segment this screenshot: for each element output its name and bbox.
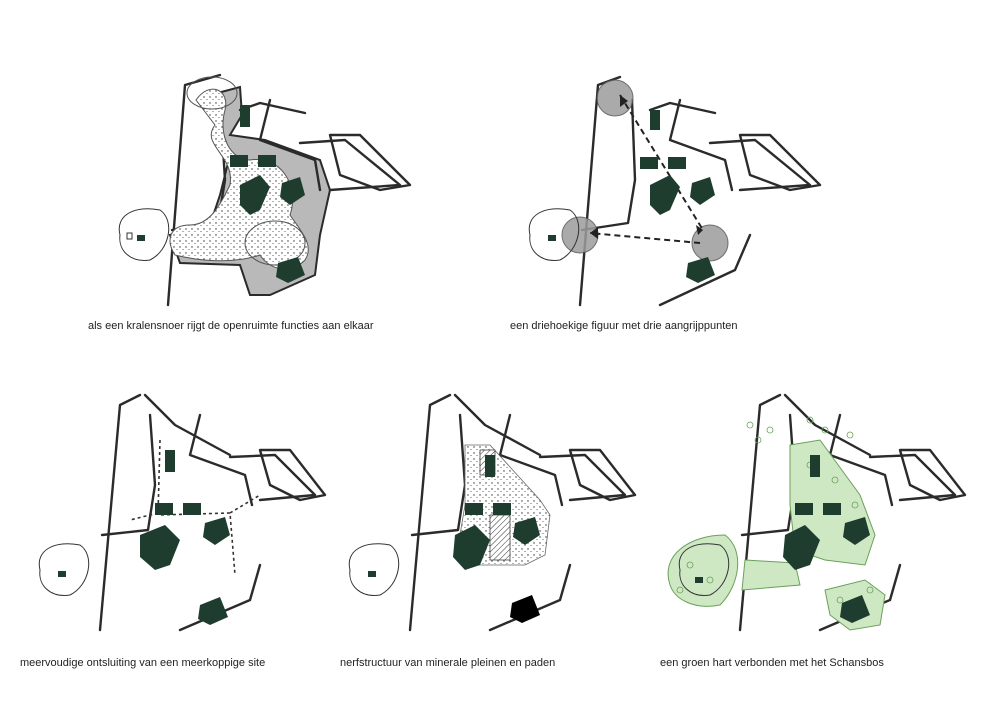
caption-access: meervoudige ontsluiting van een meerkopp…	[20, 657, 266, 669]
site-plan-green	[667, 393, 967, 632]
caption-green: een groen hart verbonden met het Schansb…	[660, 657, 884, 669]
diagram-panel-5: een groen hart verbonden met het Schansb…	[650, 385, 970, 669]
diagram-panel-4: nerfstructuur van minerale pleinen en pa…	[340, 385, 640, 669]
caption-mineral: nerfstructuur van minerale pleinen en pa…	[340, 657, 556, 669]
tree-dots	[676, 416, 874, 614]
diagram-panel-1: als een kralensnoer rijgt de openruimte …	[88, 65, 430, 332]
diagram-panel-3: meervoudige ontsluiting van een meerkopp…	[20, 385, 330, 669]
site-plan-beads	[118, 73, 412, 307]
diagram-panel-2: een driehoekige figuur met drie aangrijp…	[510, 65, 840, 332]
site-plan-mineral	[348, 393, 637, 632]
caption-beads: als een kralensnoer rijgt de openruimte …	[88, 320, 374, 332]
site-plan-triangle	[528, 75, 822, 307]
site-plan-access	[38, 393, 327, 632]
caption-triangle: een driehoekige figuur met drie aangrijp…	[510, 320, 738, 332]
